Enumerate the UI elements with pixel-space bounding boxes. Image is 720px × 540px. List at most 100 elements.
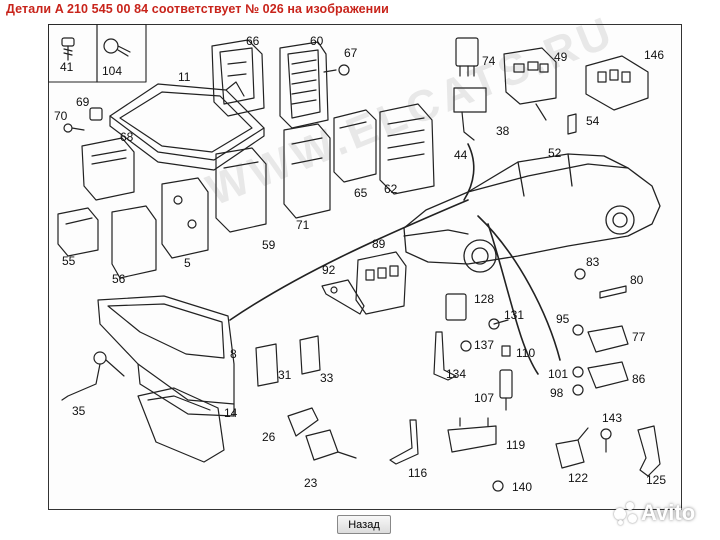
part-label-143[interactable]: 143 <box>602 411 623 425</box>
part-label-92[interactable]: 92 <box>322 263 336 277</box>
part-label-44[interactable]: 44 <box>454 148 468 162</box>
module-71-drawing <box>283 123 331 219</box>
part-label-140[interactable]: 140 <box>512 480 533 494</box>
part-label-74[interactable]: 74 <box>482 54 496 68</box>
page-title: Детали A 210 545 00 84 соответствует № 0… <box>6 2 389 16</box>
part-label-54[interactable]: 54 <box>586 114 600 128</box>
part-label-83[interactable]: 83 <box>586 255 600 269</box>
part-label-52[interactable]: 52 <box>548 146 562 160</box>
part-label-104[interactable]: 104 <box>102 64 123 78</box>
module-59-drawing <box>215 147 267 233</box>
part-label-110[interactable]: 110 <box>516 346 536 360</box>
part-label-98[interactable]: 98 <box>550 386 564 400</box>
part-label-69[interactable]: 69 <box>76 95 90 109</box>
part-label-119[interactable]: 119 <box>506 438 526 452</box>
part-label-56[interactable]: 56 <box>112 272 126 286</box>
part-label-49[interactable]: 49 <box>554 50 568 64</box>
bolt-137-drawing <box>460 340 472 352</box>
part-label-116[interactable]: 116 <box>408 466 428 480</box>
part-label-95[interactable]: 95 <box>556 312 570 326</box>
clip-110-drawing <box>501 345 511 357</box>
part-label-59[interactable]: 59 <box>262 238 276 252</box>
strip-80-drawing <box>599 285 627 299</box>
part-label-137[interactable]: 137 <box>474 338 495 352</box>
connector-55-drawing <box>57 207 99 257</box>
bolt-104-drawing <box>103 38 131 57</box>
part-label-31[interactable]: 31 <box>278 368 292 382</box>
control-unit-60-drawing <box>279 41 329 129</box>
harness-23-drawing <box>305 429 357 461</box>
bracket-54-drawing <box>567 113 577 135</box>
module-62-drawing <box>379 103 435 195</box>
part-label-65[interactable]: 65 <box>354 186 368 200</box>
plate-56-drawing <box>111 205 157 279</box>
relay-38-drawing <box>453 87 487 141</box>
parts-diagram <box>48 24 661 492</box>
avito-logo-text: Avito <box>641 500 696 525</box>
part-label-35[interactable]: 35 <box>72 404 86 418</box>
part-label-66[interactable]: 66 <box>246 34 260 48</box>
parts-diagram-frame <box>48 24 682 510</box>
part-label-125[interactable]: 125 <box>646 473 667 487</box>
part-label-62[interactable]: 62 <box>384 182 398 196</box>
part-label-60[interactable]: 60 <box>310 34 324 48</box>
part-label-70[interactable]: 70 <box>54 109 68 123</box>
part-label-68[interactable]: 68 <box>120 130 134 144</box>
part-label-33[interactable]: 33 <box>320 371 334 385</box>
back-button[interactable]: Назад <box>337 515 391 534</box>
clips-69-70-drawing <box>63 107 103 133</box>
connector-68-drawing <box>81 137 135 201</box>
part-label-23[interactable]: 23 <box>304 476 318 490</box>
block-33-drawing <box>299 335 321 375</box>
relay-128-drawing <box>445 293 467 321</box>
part-label-55[interactable]: 55 <box>62 254 76 268</box>
fuse-block-89-drawing <box>355 251 407 315</box>
part-label-5[interactable]: 5 <box>184 256 191 270</box>
cover-14-drawing <box>137 387 225 463</box>
bracket-92-drawing <box>321 279 365 315</box>
part-label-77[interactable]: 77 <box>632 330 646 344</box>
bracket-122-drawing <box>555 427 589 469</box>
part-label-146[interactable]: 146 <box>644 48 665 62</box>
part-label-80[interactable]: 80 <box>630 273 644 287</box>
part-label-67[interactable]: 67 <box>344 46 358 60</box>
part-label-89[interactable]: 89 <box>372 237 386 251</box>
part-label-86[interactable]: 86 <box>632 372 646 386</box>
relay-block-49-drawing <box>503 47 557 121</box>
part-label-107[interactable]: 107 <box>474 391 495 405</box>
part-label-134[interactable]: 134 <box>446 367 467 381</box>
cover-86-drawing <box>587 361 629 389</box>
bolt-131-drawing <box>488 318 509 330</box>
bracket-116-drawing <box>389 419 419 465</box>
harness-26-drawing <box>287 407 319 437</box>
part-label-71[interactable]: 71 <box>296 218 310 232</box>
part-label-11[interactable]: 11 <box>178 70 191 84</box>
clip-140-drawing <box>492 480 504 492</box>
grommet-83-drawing <box>574 268 586 280</box>
cable-35-drawing <box>61 351 125 401</box>
part-label-14[interactable]: 14 <box>224 406 238 420</box>
part-label-8[interactable]: 8 <box>230 347 237 361</box>
bracket-125-drawing <box>637 425 661 477</box>
fuse-box-tray-8-drawing <box>97 295 235 417</box>
grommet-101-drawing <box>572 366 584 378</box>
screw-41-drawing <box>61 37 75 61</box>
bracket-119-drawing <box>447 417 497 453</box>
part-label-131[interactable]: 131 <box>504 308 525 322</box>
part-label-41[interactable]: 41 <box>60 60 74 74</box>
part-label-26[interactable]: 26 <box>262 430 276 444</box>
screw-67-drawing <box>323 64 350 76</box>
cover-77-drawing <box>587 325 629 353</box>
car-illustration <box>403 153 661 273</box>
module-65-drawing <box>333 109 377 183</box>
part-label-38[interactable]: 38 <box>496 124 510 138</box>
leader-lines <box>229 143 561 375</box>
fuse-box-cover-11-drawing <box>109 81 265 171</box>
block-31-drawing <box>255 343 279 387</box>
screw-143-drawing <box>600 428 612 453</box>
part-label-128[interactable]: 128 <box>474 292 495 306</box>
fuse-holder-146-drawing <box>585 55 649 111</box>
bracket-134-drawing <box>433 331 457 381</box>
part-label-122[interactable]: 122 <box>568 471 589 485</box>
part-label-101[interactable]: 101 <box>548 367 569 381</box>
